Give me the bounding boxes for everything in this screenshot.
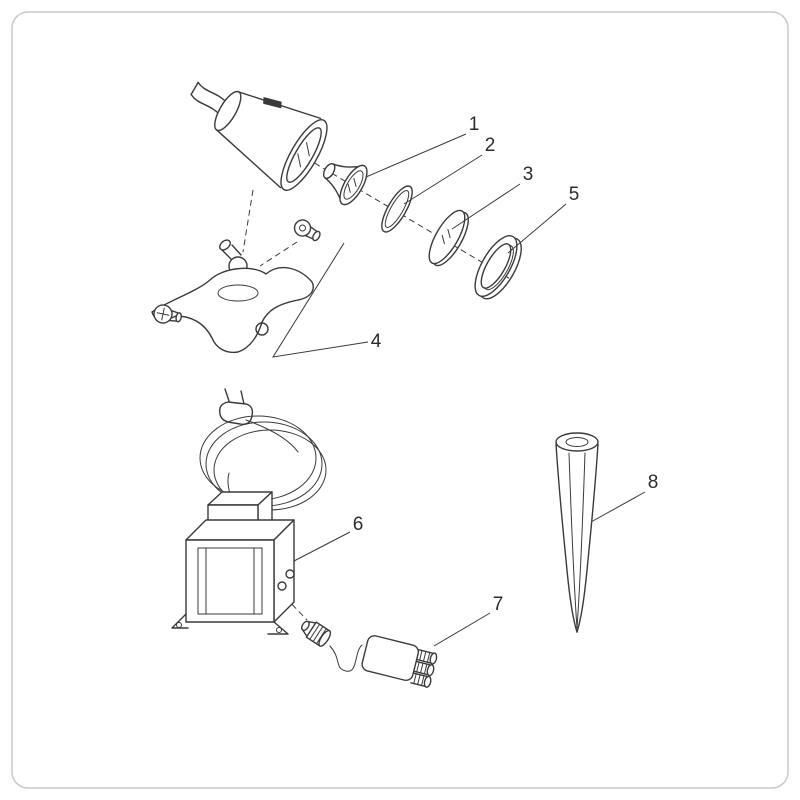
socket-2-end bbox=[426, 664, 435, 677]
housing-to-base-dashline bbox=[242, 189, 254, 253]
ring-part-5 bbox=[474, 235, 522, 300]
distributor-socket-1 bbox=[415, 649, 438, 665]
leader-1 bbox=[365, 133, 467, 178]
swivel-arm-end bbox=[219, 239, 231, 251]
connector-end bbox=[318, 629, 332, 647]
housing-vent-slot bbox=[263, 97, 282, 109]
pivot-bolt bbox=[293, 219, 321, 242]
cable-connector bbox=[301, 620, 363, 672]
optical-axis-dashline bbox=[305, 157, 513, 281]
spike-top-bore bbox=[565, 437, 589, 447]
connector-cable bbox=[329, 644, 363, 672]
terminal-1 bbox=[277, 581, 287, 591]
leader-4 bbox=[271, 242, 369, 358]
bolt-tip bbox=[312, 230, 321, 242]
part-label-2: 2 bbox=[485, 135, 496, 156]
connector-neck bbox=[301, 620, 317, 638]
base-hole bbox=[255, 322, 269, 336]
distributor-socket-2 bbox=[413, 660, 435, 677]
lens-front bbox=[428, 209, 466, 265]
bolt-to-base-dashline bbox=[259, 241, 298, 267]
housing-bottom-edge bbox=[216, 129, 282, 189]
distributor-socket-3 bbox=[410, 672, 432, 688]
transformer-part-6 bbox=[171, 388, 327, 635]
screw-tip bbox=[175, 312, 182, 323]
socket-1-threads bbox=[419, 650, 431, 663]
socket-2-threads bbox=[416, 661, 428, 675]
mounting-base-part-4 bbox=[151, 239, 314, 354]
oring-part-2 bbox=[381, 185, 413, 233]
transformer-body bbox=[171, 491, 295, 635]
bell-inner bbox=[343, 170, 364, 200]
page-border bbox=[11, 11, 789, 789]
connector-plug bbox=[301, 620, 332, 647]
reflector-part-1 bbox=[322, 163, 368, 206]
socket-1-end bbox=[429, 652, 438, 665]
distributor-part-7 bbox=[361, 635, 438, 688]
leader-3 bbox=[451, 183, 521, 230]
coil-loop-1 bbox=[199, 415, 317, 501]
spike-left-edge bbox=[555, 443, 578, 633]
housing-inner-rim bbox=[286, 127, 322, 183]
spike-right-edge bbox=[576, 443, 599, 633]
leader-6 bbox=[293, 531, 351, 562]
coil-lead-in bbox=[245, 419, 299, 453]
plug-prongs bbox=[224, 388, 245, 405]
part-label-7: 7 bbox=[493, 594, 504, 615]
ring-bore bbox=[480, 243, 512, 289]
spike-rib-right bbox=[576, 452, 586, 629]
part-label-8: 8 bbox=[648, 472, 659, 493]
lamp-housing bbox=[190, 81, 328, 191]
lens-part-3 bbox=[428, 209, 469, 267]
foot-hole-right bbox=[276, 627, 282, 633]
oring-outer bbox=[381, 185, 413, 233]
part-label-3: 3 bbox=[523, 164, 534, 185]
core-laminations bbox=[205, 547, 255, 615]
part-label-6: 6 bbox=[353, 514, 364, 535]
glass-hatch-1 bbox=[347, 177, 357, 193]
part-labels: 1 2 3 4 5 6 7 8 bbox=[353, 114, 659, 615]
part-label-4: 4 bbox=[371, 331, 382, 352]
screw-cross-slot bbox=[156, 307, 170, 321]
part-label-1: 1 bbox=[469, 114, 480, 135]
base-plate bbox=[151, 266, 314, 354]
leader-8 bbox=[590, 491, 646, 523]
leader-2 bbox=[403, 154, 483, 205]
leader-7 bbox=[433, 612, 491, 647]
bolt-head bbox=[293, 219, 312, 237]
oring-inner bbox=[384, 190, 410, 228]
part-label-5: 5 bbox=[569, 184, 580, 205]
leader-5 bbox=[507, 203, 567, 254]
socket-3-end bbox=[423, 675, 432, 688]
foot-hole-left bbox=[176, 622, 182, 628]
core-frame bbox=[197, 547, 263, 615]
leader-lines bbox=[271, 133, 646, 647]
bell-rim bbox=[339, 164, 368, 206]
bolt-head-center bbox=[299, 224, 307, 232]
cable-end bbox=[190, 81, 199, 96]
box-front-face bbox=[185, 539, 275, 623]
spike-top-rim bbox=[555, 432, 599, 452]
terminal-2 bbox=[285, 569, 295, 579]
base-screw bbox=[153, 304, 182, 324]
housing-front-rim bbox=[280, 119, 328, 191]
glass-hatch-3 bbox=[441, 228, 451, 245]
swivel-arm bbox=[221, 244, 242, 261]
base-boss bbox=[217, 284, 259, 302]
spike-rib-left bbox=[568, 452, 578, 629]
mounting-feet bbox=[171, 613, 289, 635]
distributor-body bbox=[361, 635, 420, 682]
reflector-highlight bbox=[297, 142, 310, 168]
ground-spike-part-8 bbox=[555, 432, 599, 633]
socket-3-threads bbox=[413, 673, 425, 686]
